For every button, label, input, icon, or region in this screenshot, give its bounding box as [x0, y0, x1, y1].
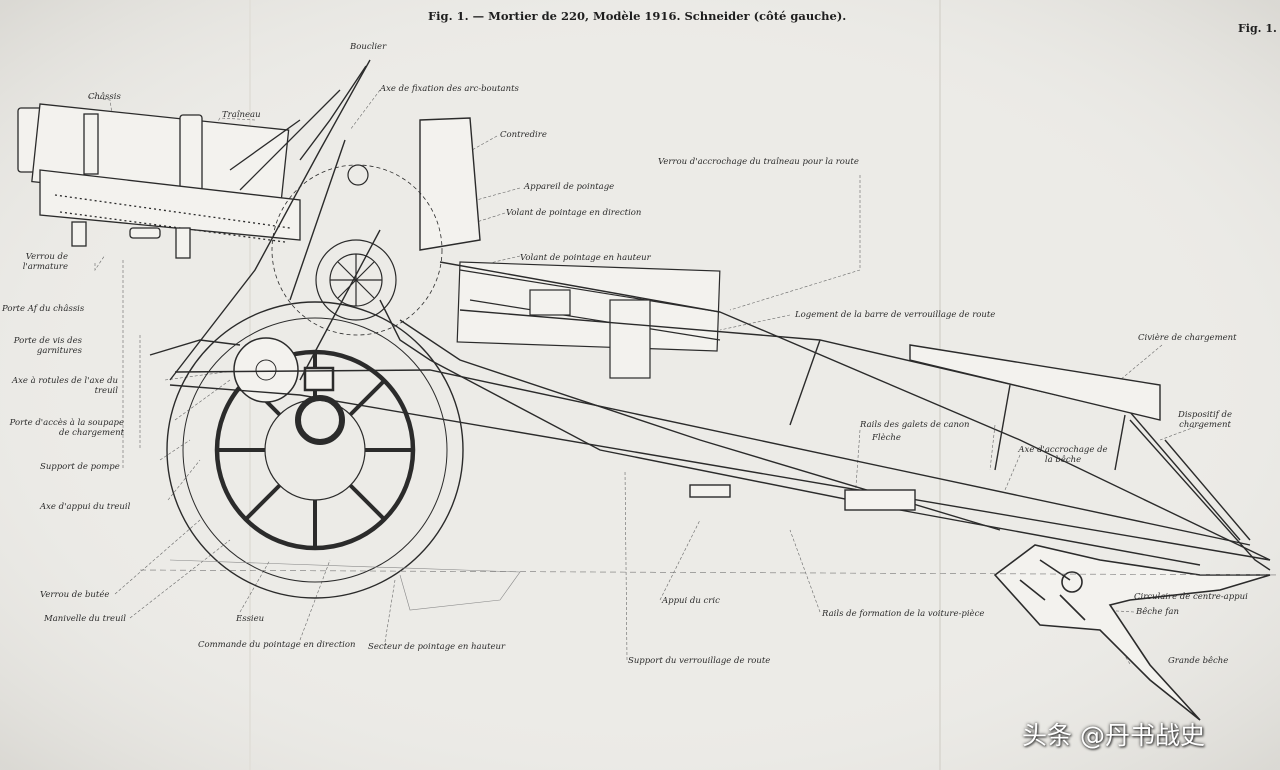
label-porte-acces: Porte d'accès à la soupape de chargement	[9, 418, 124, 438]
ground-line	[139, 569, 1280, 576]
trail	[149, 261, 1271, 571]
label-civiere: Civière de chargement	[1138, 333, 1237, 343]
wheel	[166, 301, 464, 599]
label-contredire: Contredire	[500, 130, 547, 140]
label-appui-cric: Appui du cric	[662, 596, 720, 606]
label-support-pompe: Support de pompe	[40, 462, 120, 472]
traverse-mechanism	[271, 164, 721, 379]
label-axe-rotation: Axe à rotules de l'axe du treuil	[11, 376, 118, 396]
label-traineau: Traîneau	[222, 110, 261, 120]
label-axe-beche: Axe d'accrochage de la bêche	[1018, 445, 1108, 465]
label-rails-galets: Rails des galets de canon	[860, 420, 970, 430]
label-circulaire: Circulaire de centre-appui	[1134, 592, 1248, 602]
watermark: 头条 @丹书战史	[1022, 721, 1205, 750]
label-verrou-armature: Verrou de l'armature	[22, 252, 68, 272]
spade	[993, 544, 1271, 721]
label-verrou-accrochage: Verrou d'accrochage du traîneau pour la …	[658, 157, 859, 167]
label-manivelle: Manivelle du treuil	[44, 614, 127, 624]
label-fleche: Flèche	[872, 433, 901, 443]
label-logement-barre: Logement de la barre de verrouillage de …	[795, 310, 996, 320]
label-secteur-hauteur: Secteur de pointage en hauteur	[368, 642, 506, 652]
label-beche-fan: Bêche fan	[1136, 607, 1179, 617]
label-chassis: Châssis	[88, 92, 121, 102]
label-support-verrouillage: Support du verrouillage de route	[628, 656, 771, 666]
label-commande-direction: Commande du pointage en direction	[198, 640, 356, 650]
label-porte-chassis: Porte Af du châssis	[2, 304, 85, 314]
label-grande-beche: Grande bêche	[1168, 656, 1229, 666]
figure-number: Fig. 1.	[1238, 22, 1277, 35]
label-volant-hauteur: Volant de pointage en hauteur	[520, 253, 651, 263]
label-porte-vis: Porte de vis des garnitures	[13, 336, 82, 356]
label-dispositif: Dispositif de chargement	[1178, 410, 1232, 430]
label-axe-fixation: Axe de fixation des arc-boutants	[380, 84, 519, 94]
barrel-assembly	[17, 89, 341, 259]
label-volant-direction: Volant de pointage en direction	[506, 208, 642, 218]
label-essieu: Essieu	[236, 614, 265, 624]
label-appareil-pointage: Appareil de pointage	[524, 182, 615, 192]
label-verrou-butee: Verrou de butée	[40, 590, 110, 600]
figure-title: Fig. 1. — Mortier de 220, Modèle 1916. S…	[428, 9, 847, 23]
label-rails-voiture: Rails de formation de la voiture-pièce	[822, 609, 985, 619]
label-axe-appui: Axe d'appui du treuil	[40, 502, 131, 512]
label-bouclier: Bouclier	[350, 42, 387, 52]
